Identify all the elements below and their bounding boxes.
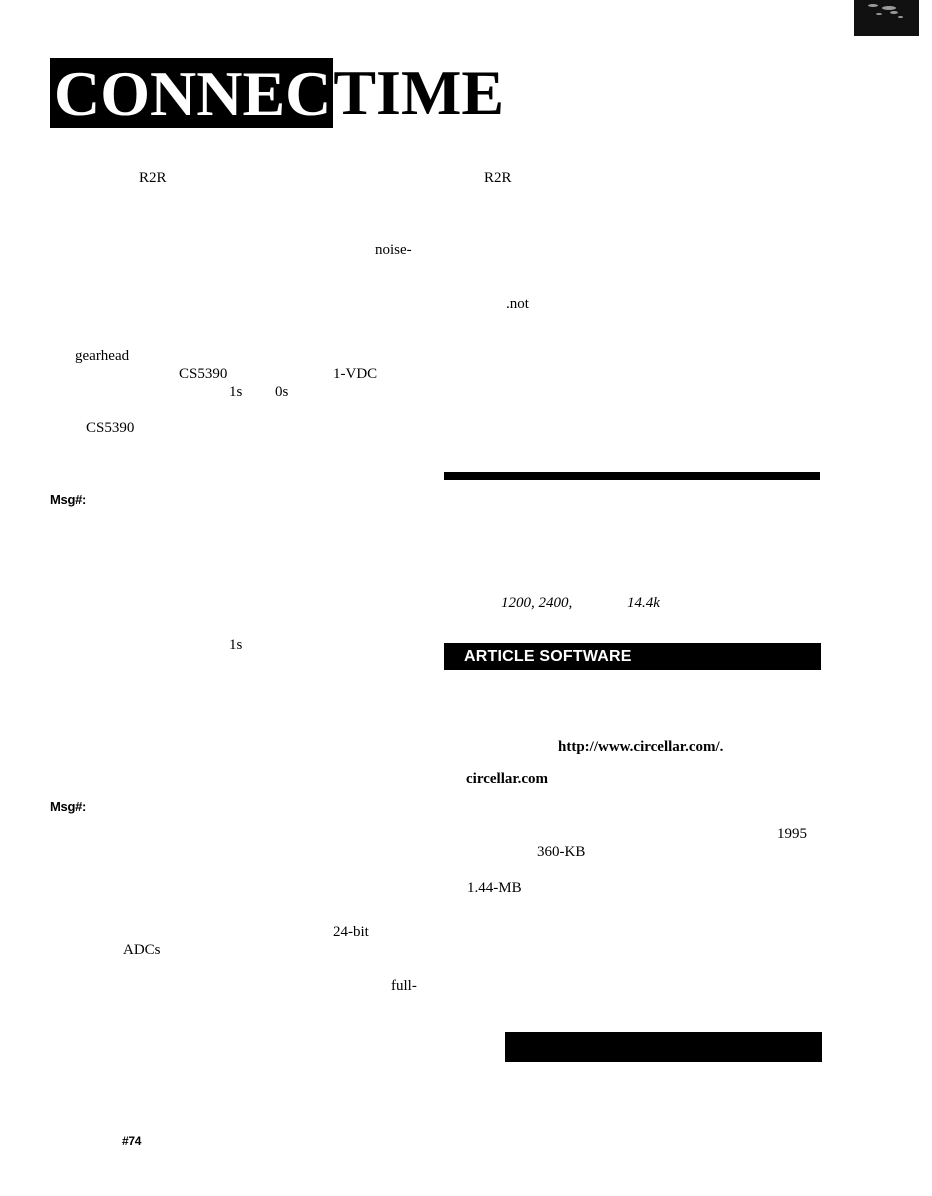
left-1s-b: 1s — [229, 637, 243, 653]
title-inverted-part: CONNEC — [50, 58, 334, 129]
website-url-period: . — [719, 739, 724, 755]
page-number: #74 — [122, 1134, 142, 1148]
website-domain[interactable]: circellar.com — [466, 771, 549, 787]
left-1s-a: 1s — [229, 384, 243, 400]
left-gearhead: gearhead — [75, 348, 130, 364]
left-0s: 0s — [275, 384, 289, 400]
left-cs5390-a: CS5390 — [179, 366, 228, 382]
right-r2r: R2R — [484, 170, 512, 186]
left-adcs: ADCs — [123, 942, 161, 958]
right-not: .not — [506, 296, 529, 312]
right-360kb: 360-KB — [537, 844, 586, 860]
baud-144k: 14.4k — [627, 595, 660, 611]
msg-label-2: Msg#: — [50, 799, 87, 814]
website-url[interactable]: http://www.circellar.com/. — [558, 738, 723, 756]
left-r2r: R2R — [139, 170, 167, 186]
right-144mb: 1.44-MB — [467, 880, 522, 896]
left-1vdc: 1-VDC — [333, 366, 378, 382]
right-year: 1995 — [777, 826, 807, 842]
left-full: full- — [391, 978, 417, 994]
msg-label-1: Msg#: — [50, 492, 87, 507]
website-url-text[interactable]: http://www.circellar.com/ — [558, 739, 720, 755]
baud-rates: 1200, 2400, — [501, 595, 573, 611]
section-rule — [444, 472, 820, 480]
article-software-heading: ARTICLE SOFTWARE — [444, 643, 821, 670]
bottom-black-bar — [505, 1032, 822, 1062]
corner-decoration — [854, 0, 919, 36]
left-noise: noise- — [375, 242, 412, 258]
left-cs5390-b: CS5390 — [86, 420, 135, 436]
title-plain-part: TIME — [333, 57, 505, 128]
left-24bit: 24-bit — [333, 924, 369, 940]
